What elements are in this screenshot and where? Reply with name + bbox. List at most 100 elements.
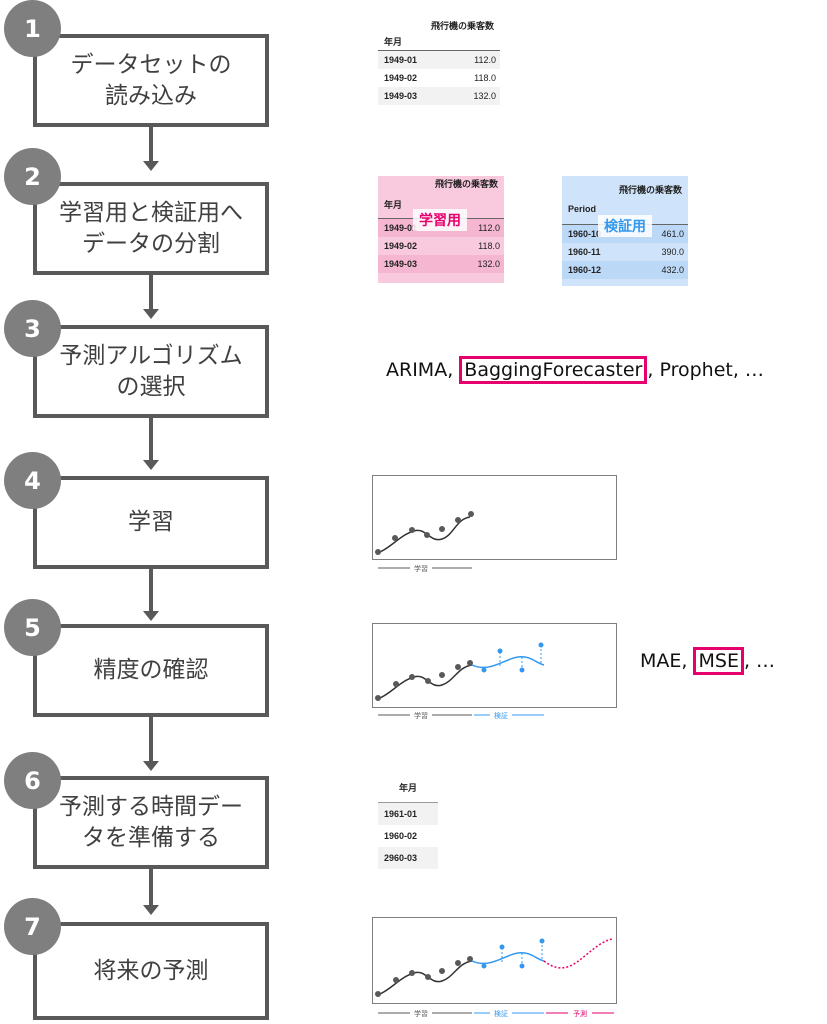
- arrow-6-icon: [143, 905, 159, 915]
- data-point: [409, 970, 415, 976]
- table-index-header: 年月: [378, 34, 500, 51]
- step-4-label: 学習: [128, 509, 174, 535]
- row-key: 1961-01: [384, 809, 418, 819]
- train-tag: 学習用: [413, 209, 467, 231]
- step-6-box: 予測する時間デー タを準備する: [33, 776, 269, 869]
- forecast-range-label: 予測: [573, 1009, 587, 1018]
- step-4-box: 学習: [33, 476, 269, 569]
- row-key: 1960-12: [568, 265, 602, 275]
- data-point: [424, 532, 430, 538]
- validate-point: [538, 642, 544, 648]
- row-key: 1960-11: [568, 247, 601, 257]
- arrow-3-icon: [143, 460, 159, 470]
- data-point: [467, 956, 473, 962]
- row-key: 1949-01: [384, 223, 418, 233]
- row-key: 1949-01: [384, 55, 418, 65]
- test-tag: 検証用: [598, 215, 652, 237]
- step-6-number: 6: [4, 752, 61, 809]
- step-1-number: 1: [4, 0, 61, 57]
- step-7-label: 将来の予測: [93, 957, 209, 984]
- algo-after: , Prophet, …: [647, 359, 764, 381]
- algo-before: ARIMA,: [386, 359, 460, 381]
- algorithm-list: ARIMA, BaggingForecaster, Prophet, …: [386, 356, 764, 384]
- validate-point: [519, 963, 525, 969]
- validate-point: [499, 944, 505, 950]
- validate-range-label: 検証: [494, 1009, 508, 1018]
- step-2-number: 2: [4, 148, 61, 205]
- table-row: 1960-11 390.0: [562, 243, 688, 261]
- step-2-label: 学習用と検証用へ データの分割: [59, 199, 243, 257]
- future-table: 年月 1961-01 1960-02 2960-03: [378, 780, 438, 869]
- data-point: [375, 695, 381, 701]
- data-point: [409, 674, 415, 680]
- algo-highlight: BaggingForecaster: [459, 356, 648, 384]
- row-key: 2960-03: [384, 853, 418, 863]
- data-point: [439, 968, 445, 974]
- data-point: [467, 660, 473, 666]
- row-key: 1949-03: [384, 259, 418, 269]
- step-6-label: 予測する時間デー タを準備する: [59, 793, 243, 851]
- table-row: 1949-03 132.0: [378, 255, 504, 273]
- arrow-4-icon: [143, 611, 159, 621]
- validate-point: [481, 963, 487, 969]
- row-key: 1960-10: [568, 229, 602, 239]
- connector-3: [149, 418, 153, 460]
- chart-frame: [372, 917, 617, 1004]
- row-key: 1949-02: [384, 241, 418, 251]
- step-3-label: 予測アルゴリズム の選択: [59, 342, 243, 400]
- step-7-number: 7: [4, 898, 61, 955]
- step-1-box: データセットの 読み込み: [33, 34, 269, 127]
- row-value: 390.0: [661, 247, 684, 257]
- table-index-header: 年月: [398, 783, 417, 793]
- table-row: 2960-03: [378, 847, 438, 869]
- validate-point: [519, 667, 525, 673]
- row-value: 112.0: [474, 55, 496, 65]
- data-point: [455, 664, 461, 670]
- arrow-2-icon: [143, 309, 159, 319]
- validate-curve: [471, 951, 545, 965]
- arrow-5-icon: [143, 761, 159, 771]
- train-range-label: 学習: [414, 1009, 428, 1018]
- metric-before: MAE,: [640, 650, 694, 672]
- data-point: [375, 991, 381, 997]
- table-row: 1960-02: [378, 825, 438, 847]
- validate-point: [481, 667, 487, 673]
- row-value: 461.0: [661, 229, 684, 239]
- train-range-label: 学習: [414, 711, 428, 720]
- arrow-1-icon: [143, 161, 159, 171]
- data-point: [409, 527, 415, 533]
- validate-range-label: 検証: [494, 711, 508, 720]
- step-5-box: 精度の確認: [33, 624, 269, 717]
- connector-5: [149, 717, 153, 761]
- table-caption: 飛行機の乗客数: [434, 179, 498, 189]
- data-point: [455, 517, 461, 523]
- train-range-label: 学習: [414, 564, 428, 573]
- step-3-box: 予測アルゴリズム の選択: [33, 325, 269, 418]
- table-row: 1961-01: [378, 803, 438, 825]
- data-point: [425, 974, 431, 980]
- step-5-label: 精度の確認: [93, 657, 209, 683]
- data-point: [425, 678, 431, 684]
- forecast-chart: 学習 検証 予測: [372, 917, 617, 1018]
- data-point: [439, 526, 445, 532]
- row-value: 132.0: [477, 259, 500, 269]
- step-2-box: 学習用と検証用へ データの分割: [33, 182, 269, 275]
- row-key: 1949-03: [384, 91, 418, 101]
- data-point: [455, 960, 461, 966]
- step-3-number: 3: [4, 300, 61, 357]
- row-key: 1960-02: [384, 831, 418, 841]
- step-5-number: 5: [4, 599, 61, 656]
- connector-6: [149, 869, 153, 905]
- connector-1: [149, 127, 153, 161]
- train-chart: 学習: [372, 475, 617, 573]
- validate-chart: 学習 検証: [372, 623, 617, 720]
- validate-curve: [471, 655, 545, 669]
- step-4-number: 4: [4, 452, 61, 509]
- validate-point: [497, 648, 503, 654]
- metric-highlight: MSE: [693, 647, 744, 675]
